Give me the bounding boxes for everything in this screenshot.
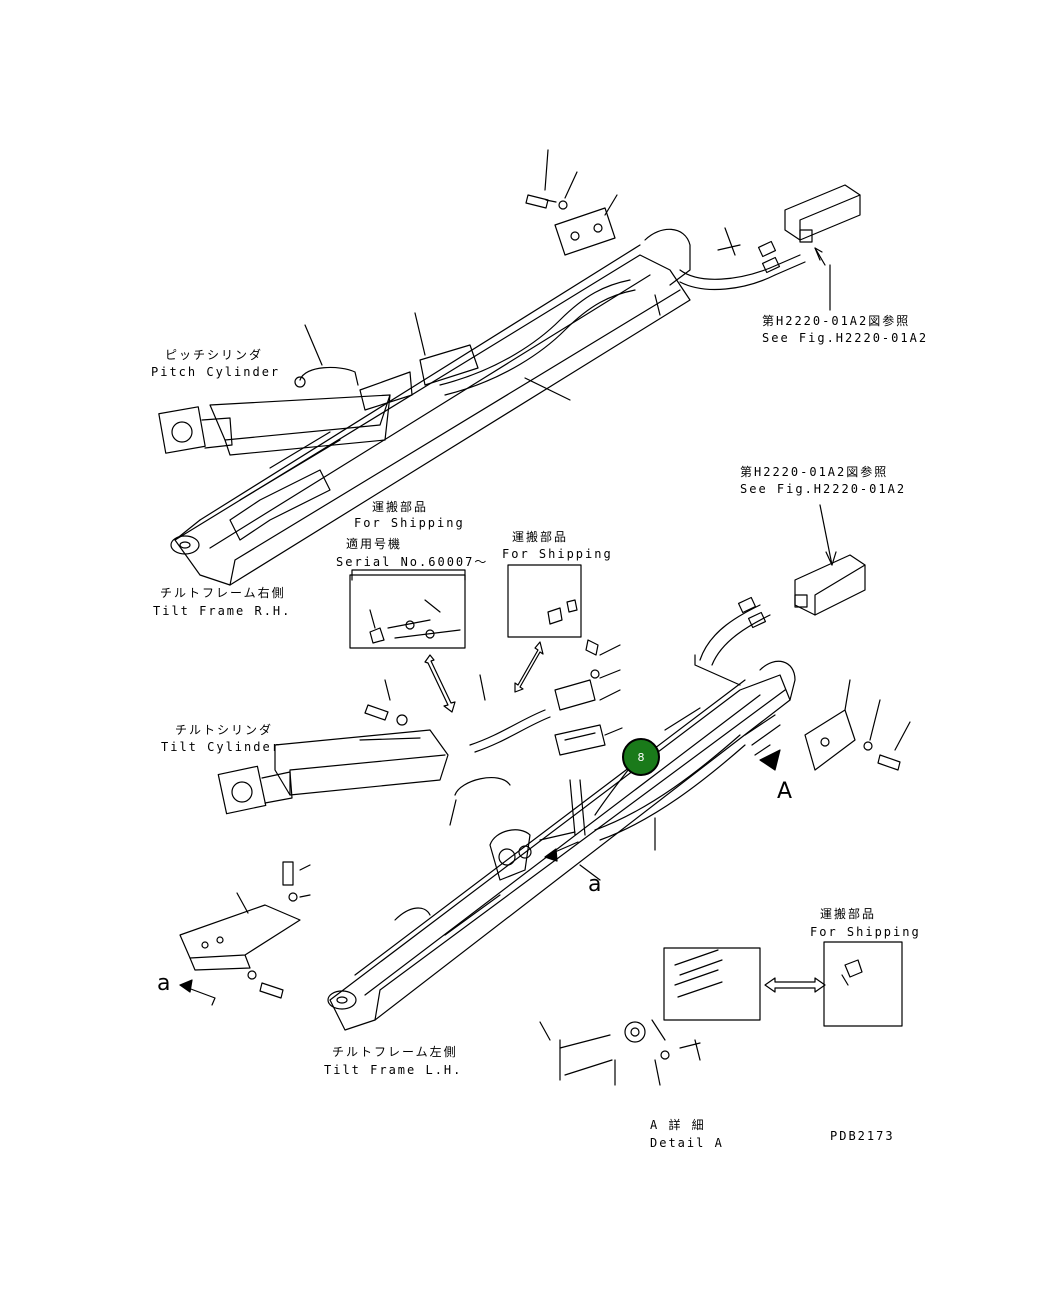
ref-top-en: See Fig.H2220-01A2 — [762, 331, 929, 345]
pitch-cylinder-en: Pitch Cylinder — [151, 365, 281, 379]
tilt-cylinder — [217, 729, 511, 815]
pitch-cylinder — [158, 366, 391, 456]
lower-left-plate — [179, 904, 301, 971]
ref-mid-jp: 第H2220-01A2図参照 — [740, 465, 889, 479]
tilt-frame-lh-jp: チルトフレーム左側 — [332, 1045, 458, 1059]
view-arrows — [179, 749, 781, 1006]
detail-a-jp: A 詳 細 — [650, 1118, 706, 1132]
pitch-cylinder-jp: ピッチシリンダ — [165, 348, 264, 362]
upper-hoses — [439, 240, 806, 396]
tilt-cylinder-en: Tilt Cylinder — [161, 740, 281, 754]
lower-bolts — [247, 639, 901, 999]
tilt-frame-rh-en: Tilt Frame R.H. — [153, 604, 292, 618]
view-letter-A: A — [777, 779, 793, 804]
lower-brackets — [489, 679, 856, 881]
ref-mid-en: See Fig.H2220-01A2 — [740, 482, 907, 496]
shipping-box-3 — [764, 941, 903, 1027]
tilt-frame-rh-jp: チルトフレーム右側 — [160, 586, 286, 600]
detail-a-en: Detail A — [650, 1136, 724, 1150]
shipping-3-jp: 運搬部品 — [820, 907, 877, 921]
lower-valve-block — [794, 504, 866, 616]
shipping-2-jp: 運搬部品 — [512, 530, 569, 544]
tilt-frame-rh — [170, 228, 691, 586]
upper-valve-block — [784, 184, 861, 266]
tilt-cylinder-jp: チルトシリンダ — [175, 723, 274, 737]
view-letter-a-mid: a — [588, 872, 602, 897]
shipping-box-2 — [507, 564, 582, 638]
shipping-box-1 — [349, 569, 466, 649]
upper-cover-plate — [359, 207, 616, 411]
lower-hoses — [469, 596, 781, 841]
view-letter-a-left: a — [157, 971, 171, 996]
callout-badge-8[interactable]: 8 — [622, 738, 660, 776]
tilt-frame-lh-en: Tilt Frame L.H. — [324, 1063, 463, 1077]
ref-top-jp: 第H2220-01A2図参照 — [762, 314, 911, 328]
double-arrows — [424, 641, 544, 713]
shipping-3-en: For Shipping — [810, 925, 921, 939]
tilt-frame-lh — [327, 660, 796, 1031]
shipping-1-jp: 運搬部品 — [372, 500, 429, 514]
serial-jp: 適用号機 — [346, 537, 403, 551]
lower-leaders — [236, 644, 911, 1086]
upper-bolts — [525, 194, 568, 210]
shipping-2-en: For Shipping — [502, 547, 613, 561]
shipping-1-en: For Shipping — [354, 516, 465, 530]
drawing-number: PDB2173 — [830, 1129, 895, 1143]
serial-en: Serial No.60007～ — [336, 555, 489, 569]
detail-a-parts — [559, 947, 761, 1076]
upper-leaders — [304, 149, 831, 401]
callout-number: 8 — [637, 750, 645, 764]
